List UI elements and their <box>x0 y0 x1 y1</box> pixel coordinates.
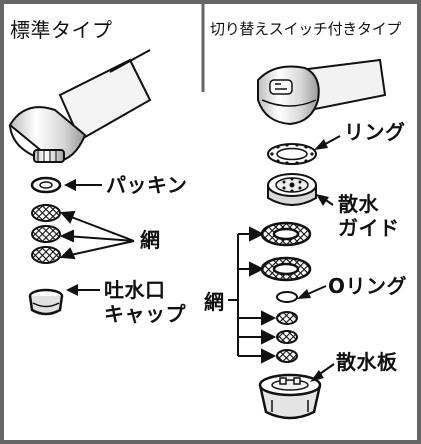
mesh-bracket <box>228 226 277 364</box>
large-mesh-1 <box>260 221 312 247</box>
faucet-spout-illustration <box>8 49 152 164</box>
o-ring-illustration <box>276 291 298 303</box>
ring-label: リング <box>344 120 406 144</box>
spout-cap-label-line1: 吐水口 <box>104 278 166 302</box>
switch-type-title: 切り替えスイッチ付きタイプ <box>210 20 402 38</box>
switch-head-illustration <box>257 58 387 126</box>
packing-label: パッキン <box>106 173 188 197</box>
ring-illustration <box>267 143 317 165</box>
water-guide-label-line2: ガイド <box>338 216 400 240</box>
mesh-stack-left <box>31 204 61 264</box>
packing-illustration <box>30 176 62 194</box>
water-guide-label-line1: 散水 <box>338 192 379 216</box>
large-mesh-2 <box>260 256 312 282</box>
spray-plate-illustration <box>258 373 322 420</box>
spout-cap-label-line2: キャップ <box>104 302 186 326</box>
spray-plate-label: 散水板 <box>336 350 398 374</box>
mesh-label-right: 網 <box>204 290 225 314</box>
mesh-label-left: 網 <box>140 228 161 252</box>
water-guide-illustration <box>267 173 317 206</box>
mesh-stack-right <box>276 311 298 363</box>
standard-type-title: 標準タイプ <box>10 18 113 42</box>
mesh-arrows-left <box>59 210 135 260</box>
spout-cap-illustration <box>28 288 64 316</box>
o-ring-label: Oリング <box>328 274 408 298</box>
